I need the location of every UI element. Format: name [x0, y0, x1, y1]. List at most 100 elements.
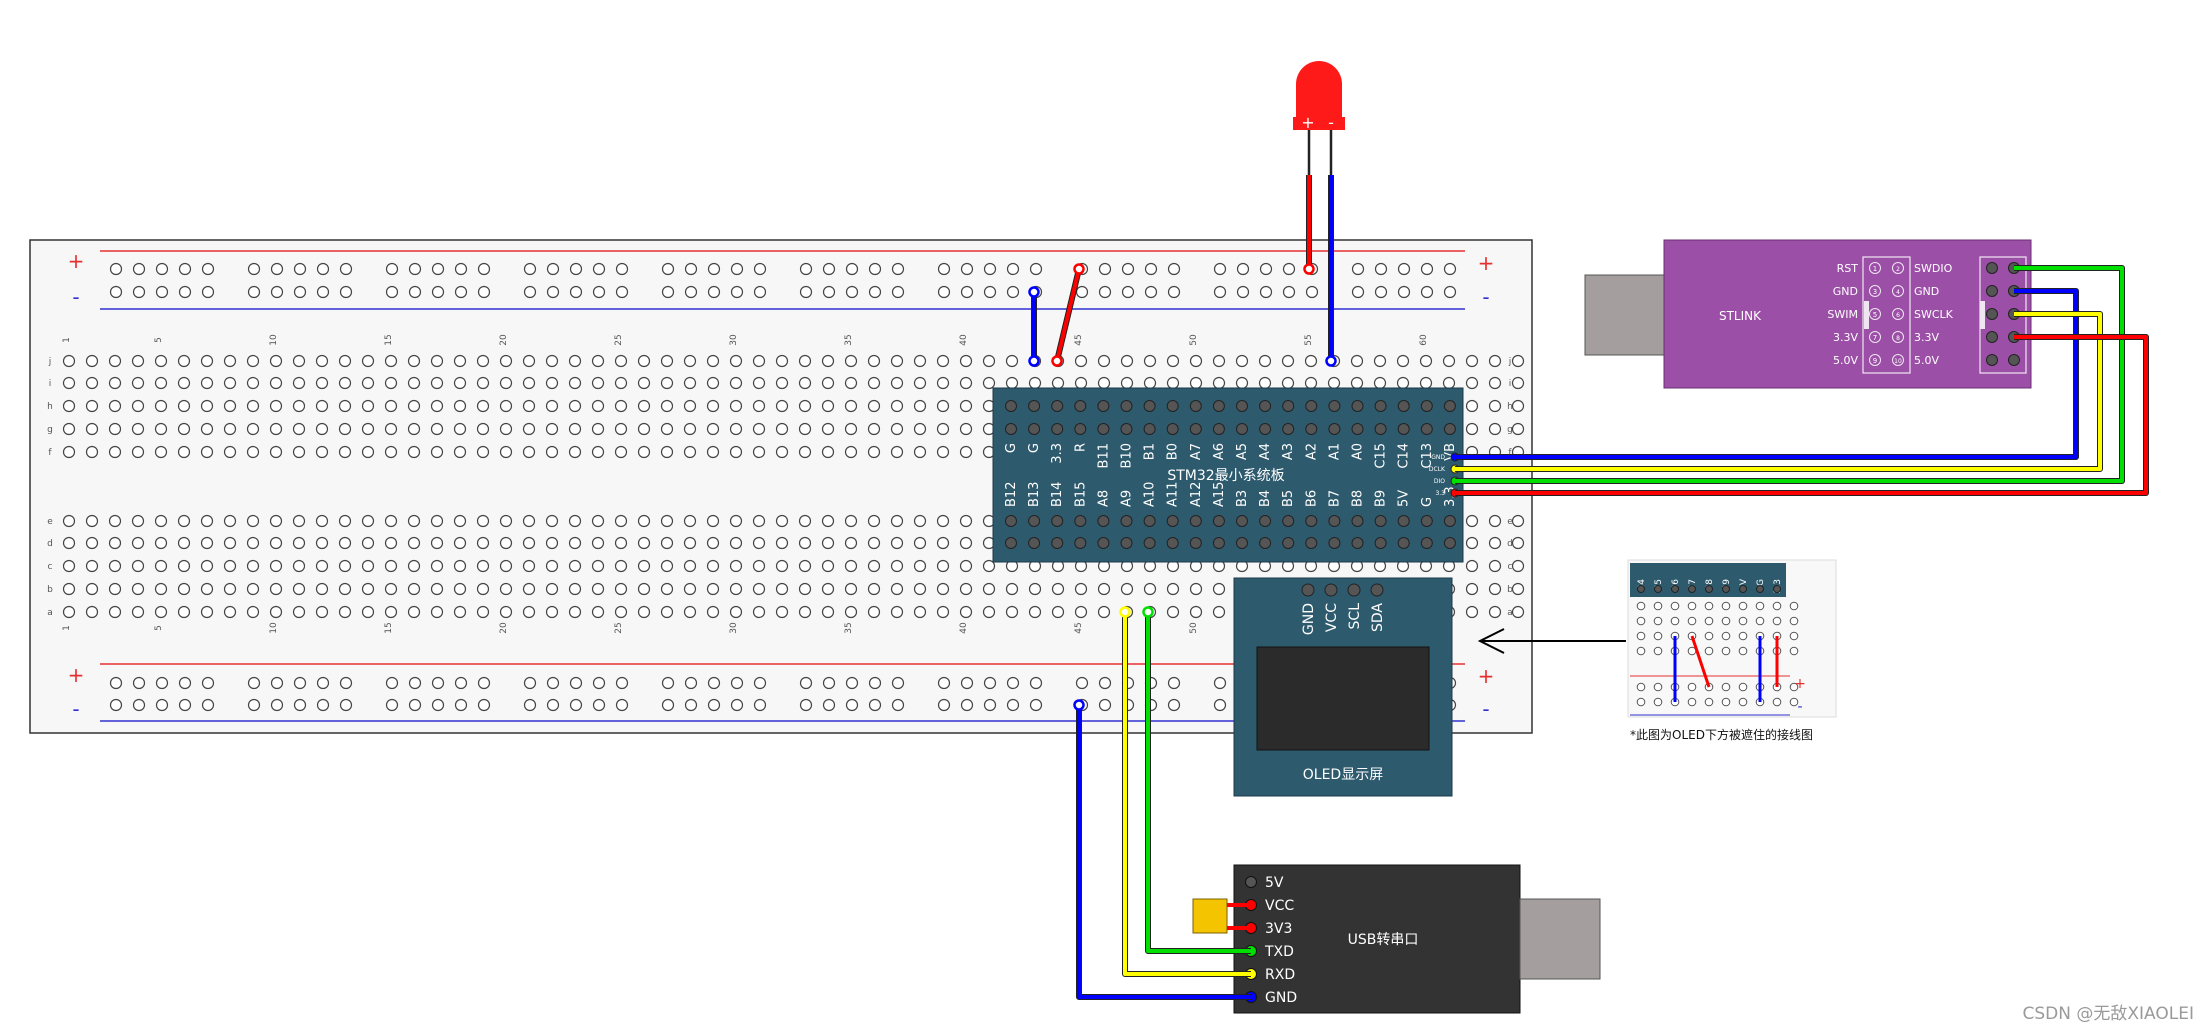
- breadboard-hole: [844, 536, 858, 550]
- breadboard-hole: [660, 354, 674, 368]
- breadboard-hole: [545, 559, 559, 573]
- stlink-usb-plug: [1584, 274, 1666, 356]
- rail-hole: [1144, 285, 1158, 299]
- breadboard-hole: [85, 605, 99, 619]
- breadboard-hole: [62, 559, 76, 573]
- breadboard-hole: [798, 422, 812, 436]
- breadboard-hole: [223, 605, 237, 619]
- breadboard-hole: [476, 514, 490, 528]
- led-plus-label: +: [1301, 113, 1314, 132]
- breadboard-hole: [476, 536, 490, 550]
- inset-hole: [1772, 601, 1782, 611]
- row-letter: i: [1509, 379, 1512, 389]
- breadboard-hole: [1419, 376, 1433, 390]
- breadboard-hole: [430, 445, 444, 459]
- swd-clk-wire: [1455, 312, 2102, 471]
- breadboard-hole: [62, 445, 76, 459]
- breadboard-hole: [269, 422, 283, 436]
- inset-hole: [1721, 616, 1731, 626]
- rail-hole: [431, 698, 445, 712]
- breadboard-hole: [890, 559, 904, 573]
- breadboard-hole: [637, 514, 651, 528]
- rail-hole: [477, 262, 491, 276]
- breadboard-hole: [1488, 376, 1502, 390]
- row-letter: e: [1507, 517, 1513, 527]
- breadboard-hole: [292, 376, 306, 390]
- rail-hole: [132, 285, 146, 299]
- rail-hole: [707, 262, 721, 276]
- stm32-pin: [1051, 515, 1064, 527]
- vcc-jumper: [1055, 268, 1081, 362]
- breadboard-hole: [177, 445, 191, 459]
- breadboard-hole: [798, 376, 812, 390]
- column-number: 20: [499, 334, 509, 346]
- breadboard-hole: [913, 376, 927, 390]
- breadboard-hole: [683, 376, 697, 390]
- breadboard-hole: [1442, 376, 1456, 390]
- breadboard-hole: [890, 399, 904, 413]
- breadboard-hole: [430, 605, 444, 619]
- breadboard-hole: [223, 514, 237, 528]
- breadboard-hole: [62, 536, 76, 550]
- breadboard-hole: [982, 605, 996, 619]
- breadboard-hole: [1511, 514, 1525, 528]
- breadboard-hole: [706, 514, 720, 528]
- inset-wires: [1673, 635, 1779, 702]
- breadboard-hole: [660, 514, 674, 528]
- rail-hole: [569, 285, 583, 299]
- rail-hole: [1282, 262, 1296, 276]
- breadboard-hole: [1465, 422, 1479, 436]
- inset-hole: [1772, 616, 1782, 626]
- stm32-bottom-pin-label: B9: [1374, 490, 1389, 507]
- rail-hole: [707, 676, 721, 690]
- breadboard-hole: [269, 514, 283, 528]
- usb-serial-jumper: [1192, 898, 1228, 934]
- breadboard-hole: [729, 354, 743, 368]
- breadboard-hole: [62, 514, 76, 528]
- column-number: 1: [62, 337, 72, 343]
- row-letter: j: [1508, 357, 1512, 367]
- column-number: 40: [959, 622, 969, 634]
- breadboard-hole: [269, 445, 283, 459]
- usb-serial-pin-label: VCC: [1265, 898, 1294, 914]
- serial-rxd-wire: [1123, 612, 1251, 976]
- stm32-body: [992, 387, 1464, 563]
- breadboard-hole: [338, 399, 352, 413]
- breadboard-hole: [1120, 582, 1134, 596]
- breadboard-hole: [660, 445, 674, 459]
- rail-hole: [293, 676, 307, 690]
- breadboard-hole: [292, 422, 306, 436]
- breadboard-hole: [499, 376, 513, 390]
- breadboard-hole: [338, 514, 352, 528]
- stm32-bottom-pin-label: B4: [1258, 490, 1273, 507]
- breadboard-hole: [1488, 399, 1502, 413]
- stm32-pin: [1374, 423, 1387, 435]
- breadboard-hole: [1005, 354, 1019, 368]
- rail-hole: [868, 676, 882, 690]
- stm32-pin: [1005, 515, 1017, 527]
- breadboard-hole: [154, 559, 168, 573]
- row-letter: d: [1507, 539, 1513, 549]
- breadboard-hole: [1005, 605, 1019, 619]
- rail-hole: [408, 698, 422, 712]
- rail-hole: [1236, 262, 1250, 276]
- usb-serial-pin-label: GND: [1265, 990, 1297, 1006]
- stm32-pin: [1236, 537, 1248, 549]
- breadboard-hole: [591, 376, 605, 390]
- rail-hole: [1121, 285, 1135, 299]
- breadboard-hole: [637, 376, 651, 390]
- stlink-body: [1663, 239, 2032, 389]
- breadboard-hole: [867, 399, 881, 413]
- stm32-top-holes: [1005, 400, 1456, 435]
- breadboard-hole: [108, 445, 122, 459]
- rail-hole: [1121, 262, 1135, 276]
- breadboard-hole: [844, 376, 858, 390]
- stm32-pin: [1028, 515, 1041, 527]
- breadboard-hole: [108, 514, 122, 528]
- breadboard-hole: [1396, 376, 1410, 390]
- rail-hole: [983, 676, 997, 690]
- breadboard-hole: [1028, 376, 1042, 390]
- rail-hole: [868, 262, 882, 276]
- inset-hole: [1636, 616, 1646, 626]
